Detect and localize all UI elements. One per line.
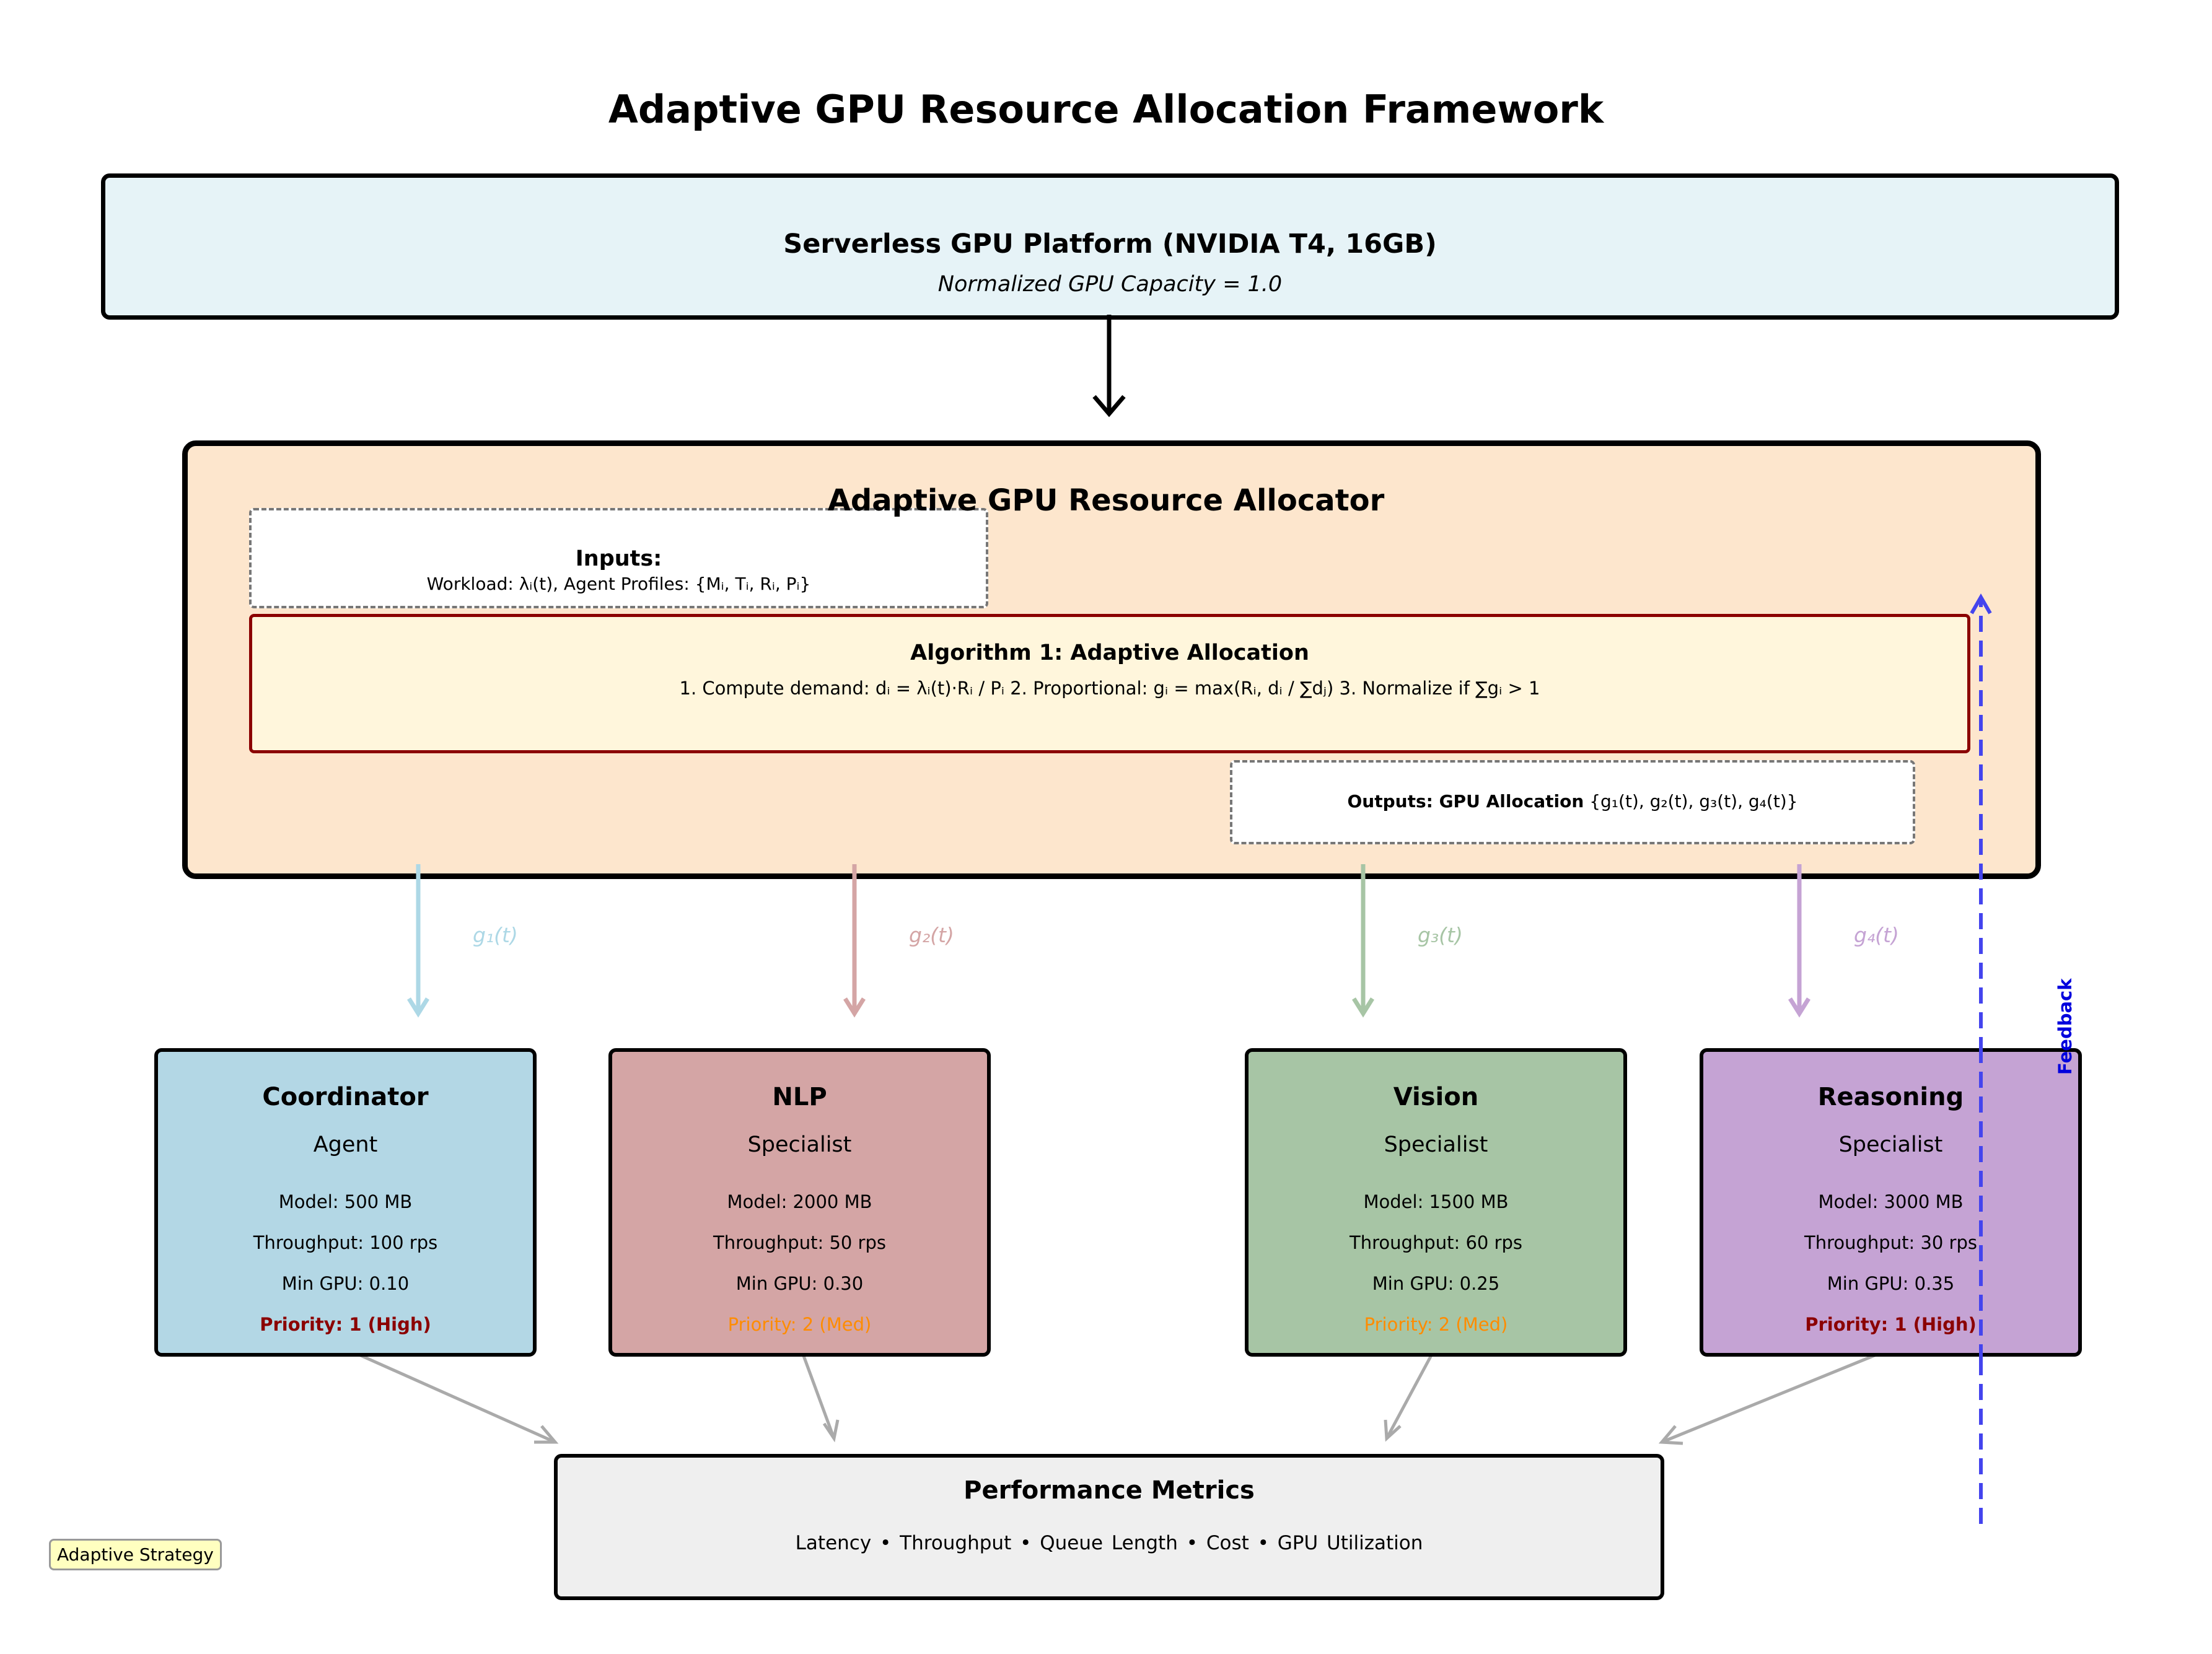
agent-throughput: Throughput: 30 rps bbox=[1804, 1232, 1977, 1253]
agent-model: Model: 1500 MB bbox=[1363, 1191, 1509, 1212]
outputs-set: {g₁(t), g₂(t), g₃(t), g₄(t)} bbox=[1589, 791, 1798, 812]
reasoning-to-metrics-arrow bbox=[1658, 1349, 1887, 1445]
platform-to-allocator-arrow bbox=[1092, 315, 1126, 418]
agent-model: Model: 3000 MB bbox=[1818, 1191, 1964, 1212]
agent-card-nlp: NLP Specialist Model: 2000 MB Throughput… bbox=[608, 1048, 991, 1357]
agent-priority: Priority: 2 (Med) bbox=[1364, 1314, 1508, 1335]
outputs-box: Outputs: GPU Allocation {g₁(t), g₂(t), g… bbox=[1230, 760, 1915, 844]
outputs-text: Outputs: GPU Allocation {g₁(t), g₂(t), g… bbox=[1232, 791, 1913, 812]
agent-priority: Priority: 2 (Med) bbox=[727, 1314, 872, 1335]
agent-name: Vision bbox=[1393, 1083, 1479, 1111]
agent-priority: Priority: 1 (High) bbox=[1805, 1314, 1977, 1335]
agent-name: NLP bbox=[772, 1083, 827, 1111]
strategy-badge: Adaptive Strategy bbox=[49, 1539, 222, 1570]
g4-label: g₄(t) bbox=[1854, 923, 1899, 947]
metrics-title: Performance Metrics bbox=[963, 1476, 1255, 1505]
agent-model: Model: 2000 MB bbox=[727, 1191, 872, 1212]
agent-priority: Priority: 1 (High) bbox=[260, 1314, 431, 1335]
agent-min-gpu: Min GPU: 0.25 bbox=[1372, 1273, 1500, 1294]
agent-model: Model: 500 MB bbox=[278, 1191, 413, 1212]
nlp-to-metrics-arrow bbox=[801, 1354, 840, 1443]
platform-capacity: Normalized GPU Capacity = 1.0 bbox=[937, 272, 1283, 297]
allocator-title: Adaptive GPU Resource Allocator bbox=[827, 483, 1385, 518]
agent-role: Specialist bbox=[1384, 1132, 1488, 1157]
platform-name: Serverless GPU Platform (NVIDIA T4, 16GB… bbox=[783, 229, 1437, 260]
g4-arrow bbox=[1788, 864, 1810, 1018]
agent-name: Coordinator bbox=[262, 1083, 429, 1111]
agent-min-gpu: Min GPU: 0.35 bbox=[1827, 1273, 1955, 1294]
g1-arrow bbox=[407, 864, 429, 1018]
agent-name: Reasoning bbox=[1817, 1083, 1964, 1111]
coordinator-to-metrics-arrow bbox=[348, 1349, 559, 1444]
vision-to-metrics-arrow bbox=[1384, 1353, 1434, 1442]
g3-label: g₃(t) bbox=[1418, 923, 1463, 947]
agent-card-coordinator: Coordinator Agent Model: 500 MB Throughp… bbox=[154, 1048, 537, 1357]
agent-card-vision: Vision Specialist Model: 1500 MB Through… bbox=[1245, 1048, 1627, 1357]
inputs-box: Inputs: Workload: λᵢ(t), Agent Profiles:… bbox=[249, 508, 988, 608]
g3-arrow bbox=[1352, 864, 1374, 1018]
algorithm-steps: 1. Compute demand: dᵢ = λᵢ(t)·Rᵢ / Pᵢ 2.… bbox=[679, 678, 1540, 699]
g2-arrow bbox=[843, 864, 866, 1018]
agent-throughput: Throughput: 60 rps bbox=[1350, 1232, 1522, 1253]
agent-role: Specialist bbox=[1838, 1132, 1943, 1157]
algorithm-box: Algorithm 1: Adaptive Allocation 1. Comp… bbox=[249, 614, 1970, 753]
g2-label: g₂(t) bbox=[909, 923, 954, 947]
agent-min-gpu: Min GPU: 0.30 bbox=[735, 1273, 864, 1294]
g1-label: g₁(t) bbox=[473, 923, 518, 947]
agent-role: Agent bbox=[313, 1132, 378, 1157]
agent-card-reasoning: Reasoning Specialist Model: 3000 MB Thro… bbox=[1700, 1048, 2082, 1357]
agent-throughput: Throughput: 50 rps bbox=[713, 1232, 886, 1253]
feedback-label: Feedback bbox=[2055, 978, 2076, 1075]
agent-role: Specialist bbox=[747, 1132, 852, 1157]
gpu-platform-box: Serverless GPU Platform (NVIDIA T4, 16GB… bbox=[101, 173, 2119, 320]
diagram-title: Adaptive GPU Resource Allocation Framewo… bbox=[608, 87, 1604, 132]
outputs-label: Outputs: GPU Allocation bbox=[1347, 791, 1584, 812]
algorithm-title: Algorithm 1: Adaptive Allocation bbox=[910, 641, 1309, 665]
agent-throughput: Throughput: 100 rps bbox=[253, 1232, 438, 1253]
metrics-items: Latency • Throughput • Queue Length • Co… bbox=[795, 1532, 1423, 1554]
inputs-title: Inputs: bbox=[575, 546, 662, 571]
agent-min-gpu: Min GPU: 0.10 bbox=[281, 1273, 410, 1294]
performance-metrics-box: Performance Metrics Latency • Throughput… bbox=[554, 1454, 1664, 1600]
inputs-text: Workload: λᵢ(t), Agent Profiles: {Mᵢ, Tᵢ… bbox=[426, 574, 811, 594]
